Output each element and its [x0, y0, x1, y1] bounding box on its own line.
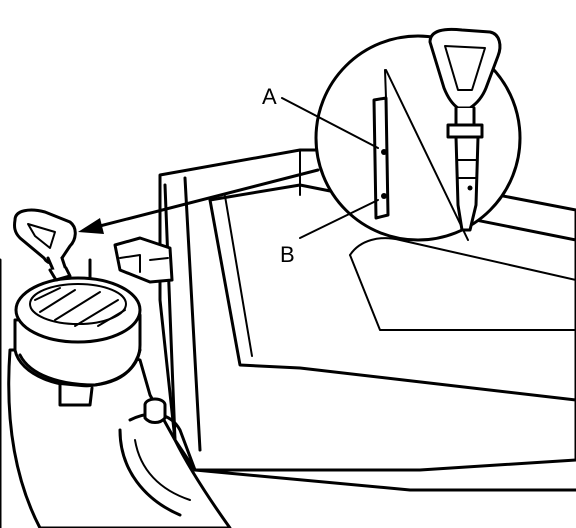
oil-filler-cap-icon: [13, 276, 142, 407]
label-b: B: [280, 242, 295, 267]
mark-a-dot: [381, 149, 387, 155]
engine-cover: [158, 148, 576, 492]
callout-arrow: [78, 168, 320, 234]
dipstick-handle-small: [13, 208, 77, 282]
mounting-bracket: [113, 236, 174, 284]
label-a: A: [262, 84, 277, 109]
mark-b-dot: [381, 193, 387, 199]
leader-lines: [281, 97, 379, 239]
dipstick-icon: [428, 27, 502, 232]
block-plug: [143, 397, 167, 424]
